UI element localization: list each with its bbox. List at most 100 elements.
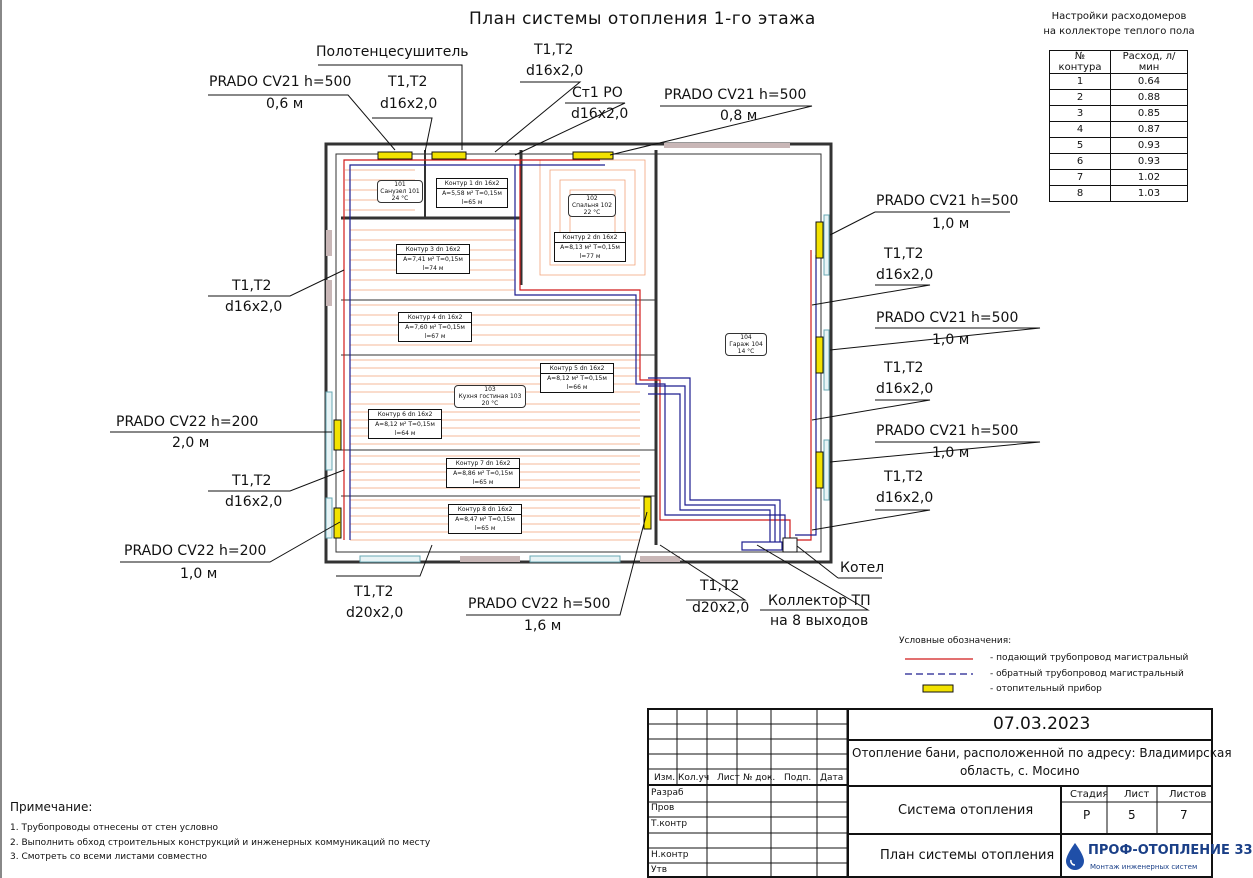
stamp-role-tkontr: Т.контр [651, 819, 688, 829]
flow-header-flow: Расход, л/мин [1110, 50, 1188, 74]
callout-bottom-d20-b: d20x2,0 [692, 600, 750, 616]
callout-d16-b: d16x2,0 [526, 63, 584, 79]
callout-right-rad-3: PRADO CV21 h=500 [876, 423, 1019, 439]
callout-right-rad-2: PRADO CV21 h=500 [876, 310, 1019, 326]
callout-bottom-cv22: PRADO CV22 h=500 [468, 596, 611, 612]
legend-symbols [905, 658, 973, 693]
callout-top-left-rad-len: 0,6 м [266, 96, 304, 112]
stamp-sheets-label: Листов [1169, 789, 1207, 800]
stamp-col-izm: Изм. [654, 773, 676, 783]
title-block [647, 708, 1213, 878]
stamp-sheet: 5 [1128, 808, 1136, 822]
callout-st1: Ст1 РО [572, 85, 623, 101]
callout-left-d16: d16x2,0 [225, 299, 283, 315]
callout-right-d16-2: d16x2,0 [876, 381, 934, 397]
windows [325, 214, 830, 563]
company-drop-icon [1066, 843, 1084, 870]
radiator-right-1 [815, 221, 824, 259]
stamp-role-razrab: Разраб [651, 788, 684, 798]
callout-t12-a: T1,T2 [388, 74, 428, 90]
stamp-project: Отопление бани, расположенной по адресу:… [852, 746, 1232, 760]
stamp-sheet-label: Лист [1124, 789, 1150, 800]
notes-title: Примечание: [10, 800, 93, 814]
callout-right-t12-1: T1,T2 [884, 246, 924, 262]
note-2: 2. Выполнить обход строительных конструк… [10, 838, 431, 848]
stamp-project-2: область, с. Мосино [960, 764, 1080, 778]
callout-top-right-rad: PRADO CV21 h=500 [664, 87, 807, 103]
legend-device-symbol [922, 684, 954, 693]
stamp-date: 07.03.2023 [993, 714, 1091, 734]
radiator-top-left [377, 151, 413, 160]
callout-left-t12: T1,T2 [232, 278, 272, 294]
flow-table-header: № контура Расход, л/мин [1049, 50, 1188, 74]
radiator-top-right [572, 151, 614, 160]
company-name: ПРОФ-ОТОПЛЕНИЕ 33 [1088, 843, 1253, 858]
callout-bottom-cv22-len: 1,6 м [524, 618, 562, 634]
leader-lines [110, 64, 1041, 616]
callout-left-cv22-b-len: 1,0 м [180, 566, 218, 582]
legend-title: Условные обозначения: [899, 636, 1012, 646]
stamp-role-prov: Пров [651, 803, 675, 813]
stamp-col-list: Лист [717, 773, 740, 783]
doors [326, 143, 790, 562]
flow-table-title-2: на коллекторе теплого пола [1043, 26, 1195, 37]
radiator-bottom [643, 496, 652, 530]
stamp-col-doc: № док. [743, 773, 776, 783]
page-title: План системы отопления 1-го этажа [469, 9, 816, 29]
stamp-role-utv: Утв [651, 865, 668, 875]
stamp-stage-label: Стадия [1070, 789, 1109, 800]
company-subtitle: Монтаж инженерных систем [1090, 863, 1198, 871]
callout-right-rad-2-len: 1,0 м [932, 332, 970, 348]
callout-right-d16-3: d16x2,0 [876, 490, 934, 506]
callout-left-cv22-a-len: 2,0 м [172, 435, 210, 451]
stamp-sheet-title: План системы отопления [880, 848, 1055, 863]
callout-right-rad-3-len: 1,0 м [932, 445, 970, 461]
callout-left-t12-b: T1,T2 [232, 473, 272, 489]
callout-t12-b: T1,T2 [534, 42, 574, 58]
legend-return: - обратный трубопровод магистральный [990, 669, 1184, 679]
radiator-right-3 [815, 451, 824, 489]
stamp-sheets: 7 [1180, 808, 1188, 822]
callout-collector: Коллектор ТП [768, 593, 871, 609]
callout-boiler: Котел [840, 560, 885, 576]
stamp-stage: Р [1083, 808, 1091, 822]
callout-d16-a: d16x2,0 [380, 96, 438, 112]
legend-device: - отопительный прибор [990, 684, 1102, 694]
note-1: 1. Трубопроводы отнесены от стен условно [10, 823, 218, 833]
radiator-right-2 [815, 336, 824, 374]
callout-top-left-rad: PRADO CV21 h=500 [209, 74, 352, 90]
stamp-role-nkontr: Н.контр [651, 850, 689, 860]
callout-bottom-t12: T1,T2 [354, 584, 394, 600]
callout-towel-dryer: Полотенцесушитель [316, 44, 469, 60]
radiator-left-1 [333, 419, 342, 451]
callout-right-rad-1: PRADO CV21 h=500 [876, 193, 1019, 209]
callout-bottom-d20: d20x2,0 [346, 605, 404, 621]
heating-plan-drawing [0, 0, 1041, 878]
callout-right-t12-3: T1,T2 [884, 469, 924, 485]
callout-right-d16-1: d16x2,0 [876, 267, 934, 283]
callout-left-cv22-b: PRADO CV22 h=200 [124, 543, 267, 559]
collector [741, 541, 783, 551]
callout-right-t12-2: T1,T2 [884, 360, 924, 376]
flow-header-circuit: № контура [1049, 50, 1111, 74]
flow-table-title-1: Настройки расходомеров [1051, 11, 1187, 22]
